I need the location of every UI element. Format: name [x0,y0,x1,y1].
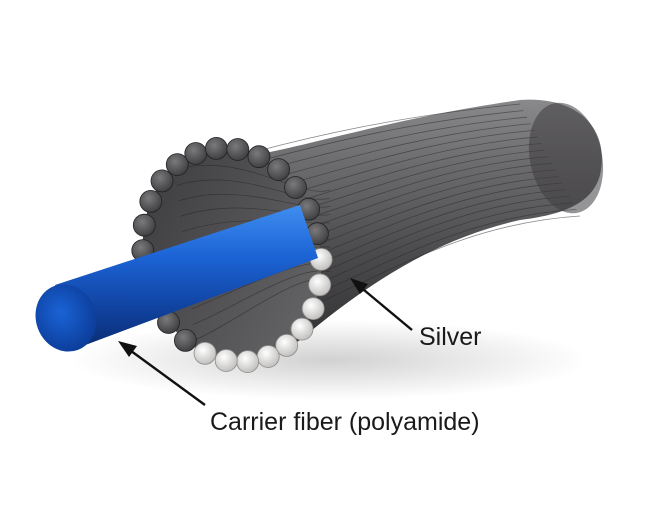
inner-strand-line [174,164,331,192]
strand-end [275,333,299,357]
strand-end [204,136,228,160]
silver-arrow [350,278,413,331]
carrier-fiber-arrow [118,341,206,406]
strand-end [290,317,314,341]
inner-strand-line [176,179,331,200]
strand-end [256,345,280,368]
strand-end [267,158,291,182]
inner-strand-line [193,270,331,325]
strand-end [308,273,332,297]
carrier-fiber-end [35,284,97,352]
bundle-end-cap [528,102,604,214]
strand-end [132,213,156,237]
strand-end [247,145,271,169]
strand-end [301,297,325,321]
strand-end [236,350,260,374]
strand-end [214,349,238,372]
silver-label: Silver [419,323,482,351]
floor-shadow [70,320,590,400]
carrier-fiber-body [55,205,318,350]
strand-end [226,138,250,161]
strand-end [139,189,163,213]
strand-end [193,341,217,365]
strand-end [284,176,307,199]
strand-end [150,169,174,193]
carrier-fiber-label: Carrier fiber (polyamide) [210,408,480,436]
strand-end [165,153,189,177]
strand-end [173,328,197,352]
strand-end [184,142,208,165]
